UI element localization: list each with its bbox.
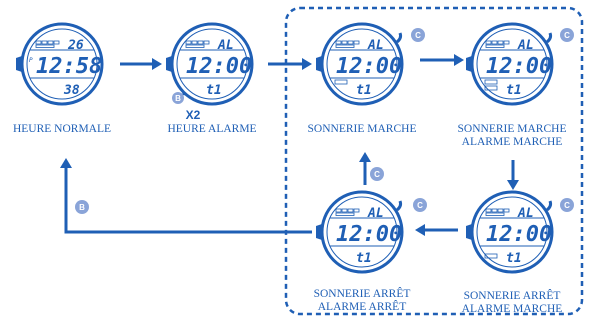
- button-b-badge-alarm: B: [172, 92, 191, 104]
- watch-heure-normale: 26 P 12:58 38: [14, 22, 104, 106]
- watch2-time: 12:00: [186, 54, 252, 79]
- watch5-indicator: [484, 253, 498, 259]
- watch-sonnerie-alarme-marche: AL 12:00 t1: [464, 22, 554, 106]
- arrow-head-1: [152, 58, 162, 70]
- label-sonnerie-arret-alarme-arret: SONNERIE ARRÊT ALARME ARRÊT: [314, 288, 411, 314]
- label-sonnerie-alarme-marche: SONNERIE MARCHE ALARME MARCHE: [458, 123, 567, 149]
- button-c-letter-2: C: [564, 31, 570, 40]
- watch3-time: 12:00: [336, 54, 402, 79]
- watch2-bottom: t1: [206, 83, 222, 98]
- watch2-top-right: AL: [217, 38, 234, 53]
- arrow-return-to-normal: [64, 168, 312, 234]
- label-heure-normale: HEURE NORMALE: [13, 123, 111, 136]
- label-sonnerie-arret-alarme-marche-line1: SONNERIE ARRÊT: [463, 290, 561, 302]
- button-b-letter-2: B: [79, 203, 85, 212]
- button-c-badge-arret-marche: C: [546, 198, 574, 212]
- arrow-head-3: [454, 54, 464, 66]
- watch6-top-right: AL: [367, 206, 384, 221]
- label-heure-alarme-text: HEURE ALARME: [167, 123, 257, 135]
- arrow-head-2: [302, 58, 312, 70]
- label-sonnerie-alarme-marche-line2: ALARME MARCHE: [461, 136, 563, 148]
- button-c-badge-arret-arret: C: [396, 198, 427, 212]
- watch3-indicator: [334, 79, 348, 85]
- watch-sonnerie-arret-alarme-marche: AL 12:00 t1: [464, 190, 554, 274]
- alarm-settings-group: [284, 6, 584, 316]
- watch-sonnerie-marche: AL 12:00 t1: [314, 22, 404, 106]
- button-c-badge-sonnerie: C: [396, 28, 425, 44]
- watch4-top-right: AL: [517, 38, 534, 53]
- watch4-bottom: t1: [506, 83, 522, 98]
- label-sonnerie-marche-text: SONNERIE MARCHE: [307, 123, 417, 135]
- watch3-top-right: AL: [367, 38, 384, 53]
- arrow-head-4: [507, 180, 519, 190]
- label-heure-alarme: HEURE ALARME: [167, 123, 256, 136]
- watch1-time: 12:58: [36, 54, 102, 79]
- watch1-top-right: 26: [67, 38, 84, 53]
- arrow-head-5: [415, 224, 425, 236]
- watch4-indicator-b: [484, 85, 498, 91]
- label-sonnerie-arret-alarme-marche: SONNERIE ARRÊT ALARME MARCHE: [462, 290, 563, 316]
- arrow-head-7: [60, 158, 72, 168]
- button-c-letter-1: C: [415, 31, 421, 40]
- watch4-time: 12:00: [486, 54, 552, 79]
- watch6-bottom: t1: [356, 251, 372, 266]
- watch1-pm: P: [29, 57, 33, 64]
- button-b-badge-return: B: [75, 200, 89, 214]
- button-b-letter-1: B: [175, 94, 181, 103]
- watch6-time: 12:00: [336, 222, 402, 247]
- label-sonnerie-marche: SONNERIE MARCHE: [308, 123, 417, 136]
- watch4-indicator-a: [484, 79, 498, 85]
- watch5-bottom: t1: [506, 251, 522, 266]
- button-c-badge-up-arrow: C: [370, 167, 384, 181]
- label-sonnerie-alarme-marche-line1: SONNERIE MARCHE: [457, 123, 567, 135]
- label-heure-normale-text: HEURE NORMALE: [12, 123, 112, 135]
- watch-heure-alarme: AL 12:00 t1: [164, 22, 254, 106]
- watch5-top-right: AL: [517, 206, 534, 221]
- button-c-letter-5: C: [374, 170, 380, 179]
- button-c-badge-both: C: [546, 28, 574, 44]
- button-b-repeat: X2: [186, 108, 201, 122]
- watch3-bottom: t1: [356, 83, 372, 98]
- button-c-letter-3: C: [564, 201, 570, 210]
- label-sonnerie-arret-alarme-arret-line1: SONNERIE ARRÊT: [313, 288, 411, 300]
- watch1-bottom: 38: [63, 83, 80, 98]
- watch5-time: 12:00: [486, 222, 552, 247]
- label-sonnerie-arret-alarme-arret-line2: ALARME ARRÊT: [317, 301, 407, 313]
- button-c-letter-4: C: [417, 201, 423, 210]
- label-sonnerie-arret-alarme-marche-line2: ALARME MARCHE: [461, 303, 563, 315]
- watch-sonnerie-arret-alarme-arret: AL 12:00 t1: [314, 190, 404, 274]
- arrow-head-6: [359, 152, 371, 162]
